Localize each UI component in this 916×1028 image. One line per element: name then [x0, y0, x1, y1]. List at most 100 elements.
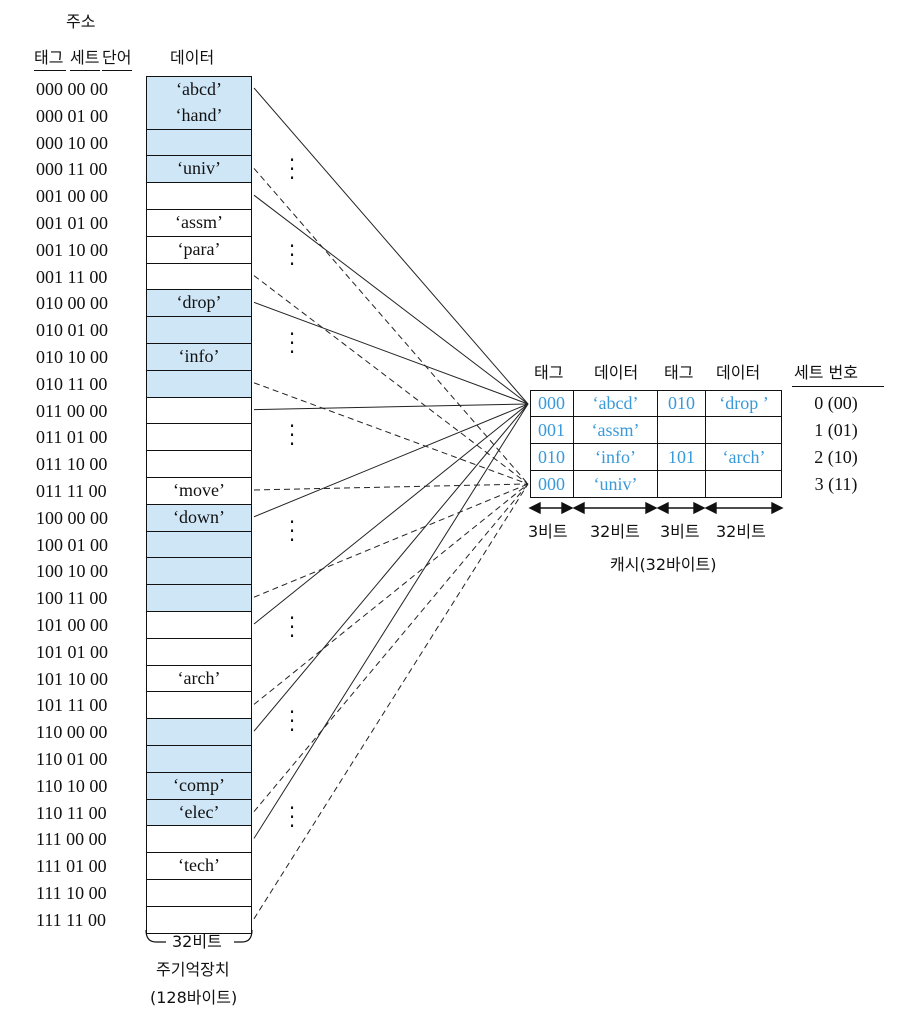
- memory-cell: ‘info’: [146, 344, 252, 371]
- memory-address: 011 00 00: [36, 400, 108, 421]
- memory-address: 101 11 00: [36, 695, 108, 716]
- memory-address: 010 10 00: [36, 347, 108, 367]
- cache-cell-data1: ‘info’: [574, 444, 658, 471]
- cache-tag1-width: 3비트: [528, 522, 568, 541]
- memory-cell: [146, 531, 252, 559]
- memory-cell: ‘arch’: [146, 665, 252, 693]
- memory-cell: [146, 746, 252, 773]
- cache-cell-tag2: 010: [658, 390, 706, 417]
- cache-cell-data1: ‘univ’: [574, 471, 658, 498]
- memory-address: 000 00 00: [36, 79, 108, 99]
- solid-mapping-line: [253, 301, 529, 405]
- memory-address: 100 01 00: [36, 534, 108, 555]
- ellipsis-dots: ···: [288, 148, 296, 190]
- cache-data1-heading: 데이터: [594, 363, 639, 382]
- memory-address: 001 11 00: [36, 266, 108, 287]
- cache-data2-width: 32비트: [716, 522, 766, 541]
- tag-underline: [34, 70, 66, 71]
- memory-cell: [146, 692, 252, 720]
- cache-set-number: 0 (00): [814, 393, 858, 413]
- cache-cell-tag1: 010: [530, 444, 574, 471]
- solid-mapping-line: [253, 87, 529, 405]
- memory-address: 011 11 00: [36, 481, 107, 501]
- memory-address: 111 01 00: [36, 856, 107, 877]
- memory-cell: [146, 317, 252, 344]
- memory-width-label: 32비트: [172, 932, 222, 951]
- ellipsis-dots: ···: [288, 606, 296, 648]
- memory-address: 111 11 00: [36, 909, 106, 930]
- memory-cell: [146, 719, 252, 746]
- cache-cell-tag1: 000: [530, 390, 574, 417]
- memory-address: 100 11 00: [36, 588, 108, 609]
- cache-cell-tag2: 101: [658, 444, 706, 471]
- cache-cell-data1: ‘assm’: [574, 417, 658, 444]
- memory-cell: [146, 585, 252, 612]
- memory-cell: [146, 638, 252, 666]
- solid-mapping-line: [253, 403, 529, 411]
- ellipsis-dots: ···: [288, 796, 296, 838]
- set-number-underline: [792, 386, 884, 387]
- memory-cell: ‘univ’: [146, 156, 252, 184]
- memory-address: 010 11 00: [36, 373, 108, 394]
- cache-cell-tag2: [658, 417, 706, 444]
- memory-address: 001 10 00: [36, 239, 108, 260]
- memory-cell: [146, 612, 252, 639]
- memory-cell: [146, 880, 252, 907]
- cache-tag2-width: 3비트: [660, 522, 700, 541]
- memory-cell: [146, 424, 252, 452]
- memory-address: 111 10 00: [36, 883, 107, 903]
- cache-tag2-heading: 태그: [664, 363, 694, 382]
- memory-address: 010 01 00: [36, 320, 108, 341]
- cache-data2-heading: 데이터: [716, 363, 761, 382]
- memory-address: 100 00 00: [36, 507, 108, 528]
- memory-cell: [146, 263, 252, 291]
- memory-address: 001 00 00: [36, 186, 108, 207]
- memory-address: 110 00 00: [36, 722, 108, 743]
- memory-address: 100 10 00: [36, 561, 108, 582]
- cache-cell-data2: [706, 471, 782, 498]
- memory-cell: ‘tech’: [146, 853, 252, 880]
- ellipsis-dots: ···: [288, 234, 296, 276]
- cache-set-number-heading: 세트 번호: [794, 363, 858, 382]
- solid-mapping-line: [253, 403, 529, 518]
- dashed-mapping-line: [253, 483, 529, 920]
- memory-cell: ‘elec’: [146, 799, 252, 827]
- solid-mapping-line: [253, 403, 529, 839]
- solid-mapping-line: [253, 403, 529, 732]
- memory-cell: ‘drop’: [146, 290, 252, 318]
- tag-heading: 태그: [34, 48, 64, 67]
- memory-cell: [146, 906, 252, 934]
- cache-cell-tag2: [658, 471, 706, 498]
- memory-address: 111 00 00: [36, 829, 107, 850]
- memory-address: 110 11 00: [36, 802, 107, 823]
- dashed-mapping-line: [253, 382, 529, 485]
- cache-cell-data1: ‘abcd’: [574, 390, 658, 417]
- memory-address: 101 01 00: [36, 641, 108, 662]
- solid-mapping-line: [253, 194, 529, 405]
- set-underline: [70, 70, 100, 71]
- memory-address: 000 01 00: [36, 105, 108, 126]
- memory-address: 110 10 00: [36, 775, 108, 796]
- cache-set-number: 1 (01): [814, 420, 858, 440]
- memory-address: 011 01 00: [36, 427, 108, 448]
- cache-cell-data2: ‘arch’: [706, 444, 782, 471]
- memory-cell: ‘abcd’: [146, 76, 252, 104]
- cache-cell-tag1: 001: [530, 417, 574, 444]
- memory-address: 000 11 00: [36, 159, 108, 180]
- cache-cell-data2: [706, 417, 782, 444]
- memory-cell: [146, 397, 252, 425]
- memory-caption: 주기억장치: [156, 960, 230, 979]
- solid-mapping-line: [253, 403, 529, 625]
- word-heading: 단어: [102, 48, 132, 67]
- dashed-mapping-line: [253, 483, 529, 812]
- set-heading: 세트: [70, 48, 100, 67]
- memory-cell: [146, 826, 252, 854]
- dashed-mapping-line: [253, 275, 529, 485]
- ellipsis-dots: ···: [288, 510, 296, 552]
- memory-address: 010 00 00: [36, 293, 108, 314]
- memory-cell: [146, 370, 252, 398]
- memory-address: 000 10 00: [36, 132, 108, 153]
- dashed-mapping-line: [253, 483, 529, 705]
- memory-address: 101 00 00: [36, 615, 108, 635]
- cache-data1-width: 32비트: [590, 522, 640, 541]
